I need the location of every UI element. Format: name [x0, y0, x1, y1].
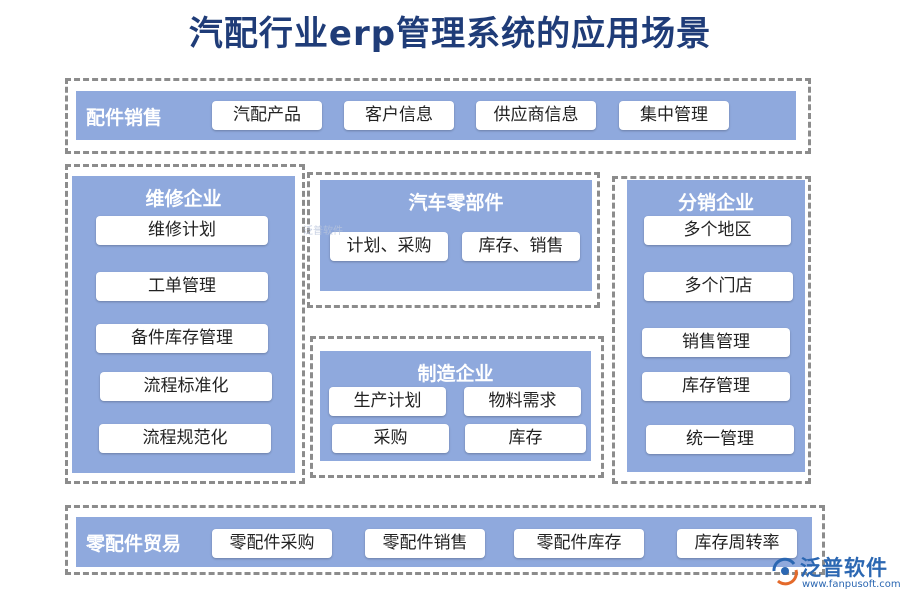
- chip-supplier-info: 供应商信息: [476, 101, 596, 130]
- chip-plan-purchase: 计划、采购: [330, 232, 448, 261]
- chip-multi-region: 多个地区: [644, 216, 791, 245]
- trade-label: 零配件贸易: [86, 533, 182, 555]
- repair-panel: 维修企业 维修计划 工单管理 备件库存管理 流程标准化 流程规范化: [72, 176, 295, 473]
- logo-name: 泛普软件: [800, 556, 888, 580]
- chip-process-regulate: 流程规范化: [99, 424, 271, 453]
- manufacturing-panel: 制造企业 生产计划 物料需求 采购 库存: [320, 351, 591, 461]
- distribution-group: [612, 176, 811, 484]
- distribution-label: 分销企业: [677, 192, 754, 214]
- chip-parts-sales: 零配件销售: [365, 529, 485, 558]
- trade-group: [65, 505, 825, 575]
- chip-unified-management: 统一管理: [646, 425, 794, 454]
- trade-panel: 零配件贸易 零配件采购 零配件销售 零配件库存 库存周转率: [76, 517, 812, 567]
- chip-multi-store: 多个门店: [644, 272, 793, 301]
- chip-work-order: 工单管理: [96, 272, 268, 301]
- chip-production-plan: 生产计划: [329, 387, 446, 416]
- chip-customer-info: 客户信息: [344, 101, 454, 130]
- auto-parts-group: [307, 172, 600, 308]
- chip-parts-inventory: 零配件库存: [514, 529, 644, 558]
- chip-repair-plan: 维修计划: [96, 216, 268, 245]
- parts-sales-label: 配件销售: [86, 107, 163, 129]
- logo-url: www.fanpusoft.com: [802, 579, 900, 590]
- auto-parts-label: 汽车零部件: [408, 192, 504, 214]
- chip-inventory-turnover: 库存周转率: [677, 529, 797, 558]
- watermark-text: 泛普软件: [303, 226, 343, 237]
- page-title: 汽配行业erp管理系统的应用场景: [188, 14, 712, 54]
- brand-logo: 泛普软件 www.fanpusoft.com: [770, 552, 900, 592]
- parts-sales-group: [65, 78, 811, 154]
- chip-parts-product: 汽配产品: [212, 101, 322, 130]
- chip-purchase: 采购: [332, 424, 449, 453]
- manufacturing-label: 制造企业: [417, 363, 494, 385]
- repair-label: 维修企业: [145, 188, 222, 210]
- chip-material-demand: 物料需求: [464, 387, 581, 416]
- chip-process-standard: 流程标准化: [100, 372, 272, 401]
- chip-sales-management: 销售管理: [642, 328, 790, 357]
- chip-spare-inventory: 备件库存管理: [96, 324, 268, 353]
- chip-inventory-management: 库存管理: [642, 372, 790, 401]
- chip-parts-purchase: 零配件采购: [212, 529, 332, 558]
- repair-group: [65, 164, 305, 484]
- manufacturing-group: [310, 336, 604, 478]
- distribution-panel: 分销企业 多个地区 多个门店 销售管理 库存管理 统一管理: [627, 180, 805, 472]
- chip-central-management: 集中管理: [619, 101, 729, 130]
- chip-inventory-sales: 库存、销售: [462, 232, 580, 261]
- logo-mark-icon: [772, 557, 798, 586]
- parts-sales-panel: 配件销售 汽配产品 客户信息 供应商信息 集中管理: [76, 91, 796, 140]
- chip-inventory: 库存: [465, 424, 586, 453]
- auto-parts-panel: 汽车零部件 计划、采购 库存、销售: [320, 180, 592, 291]
